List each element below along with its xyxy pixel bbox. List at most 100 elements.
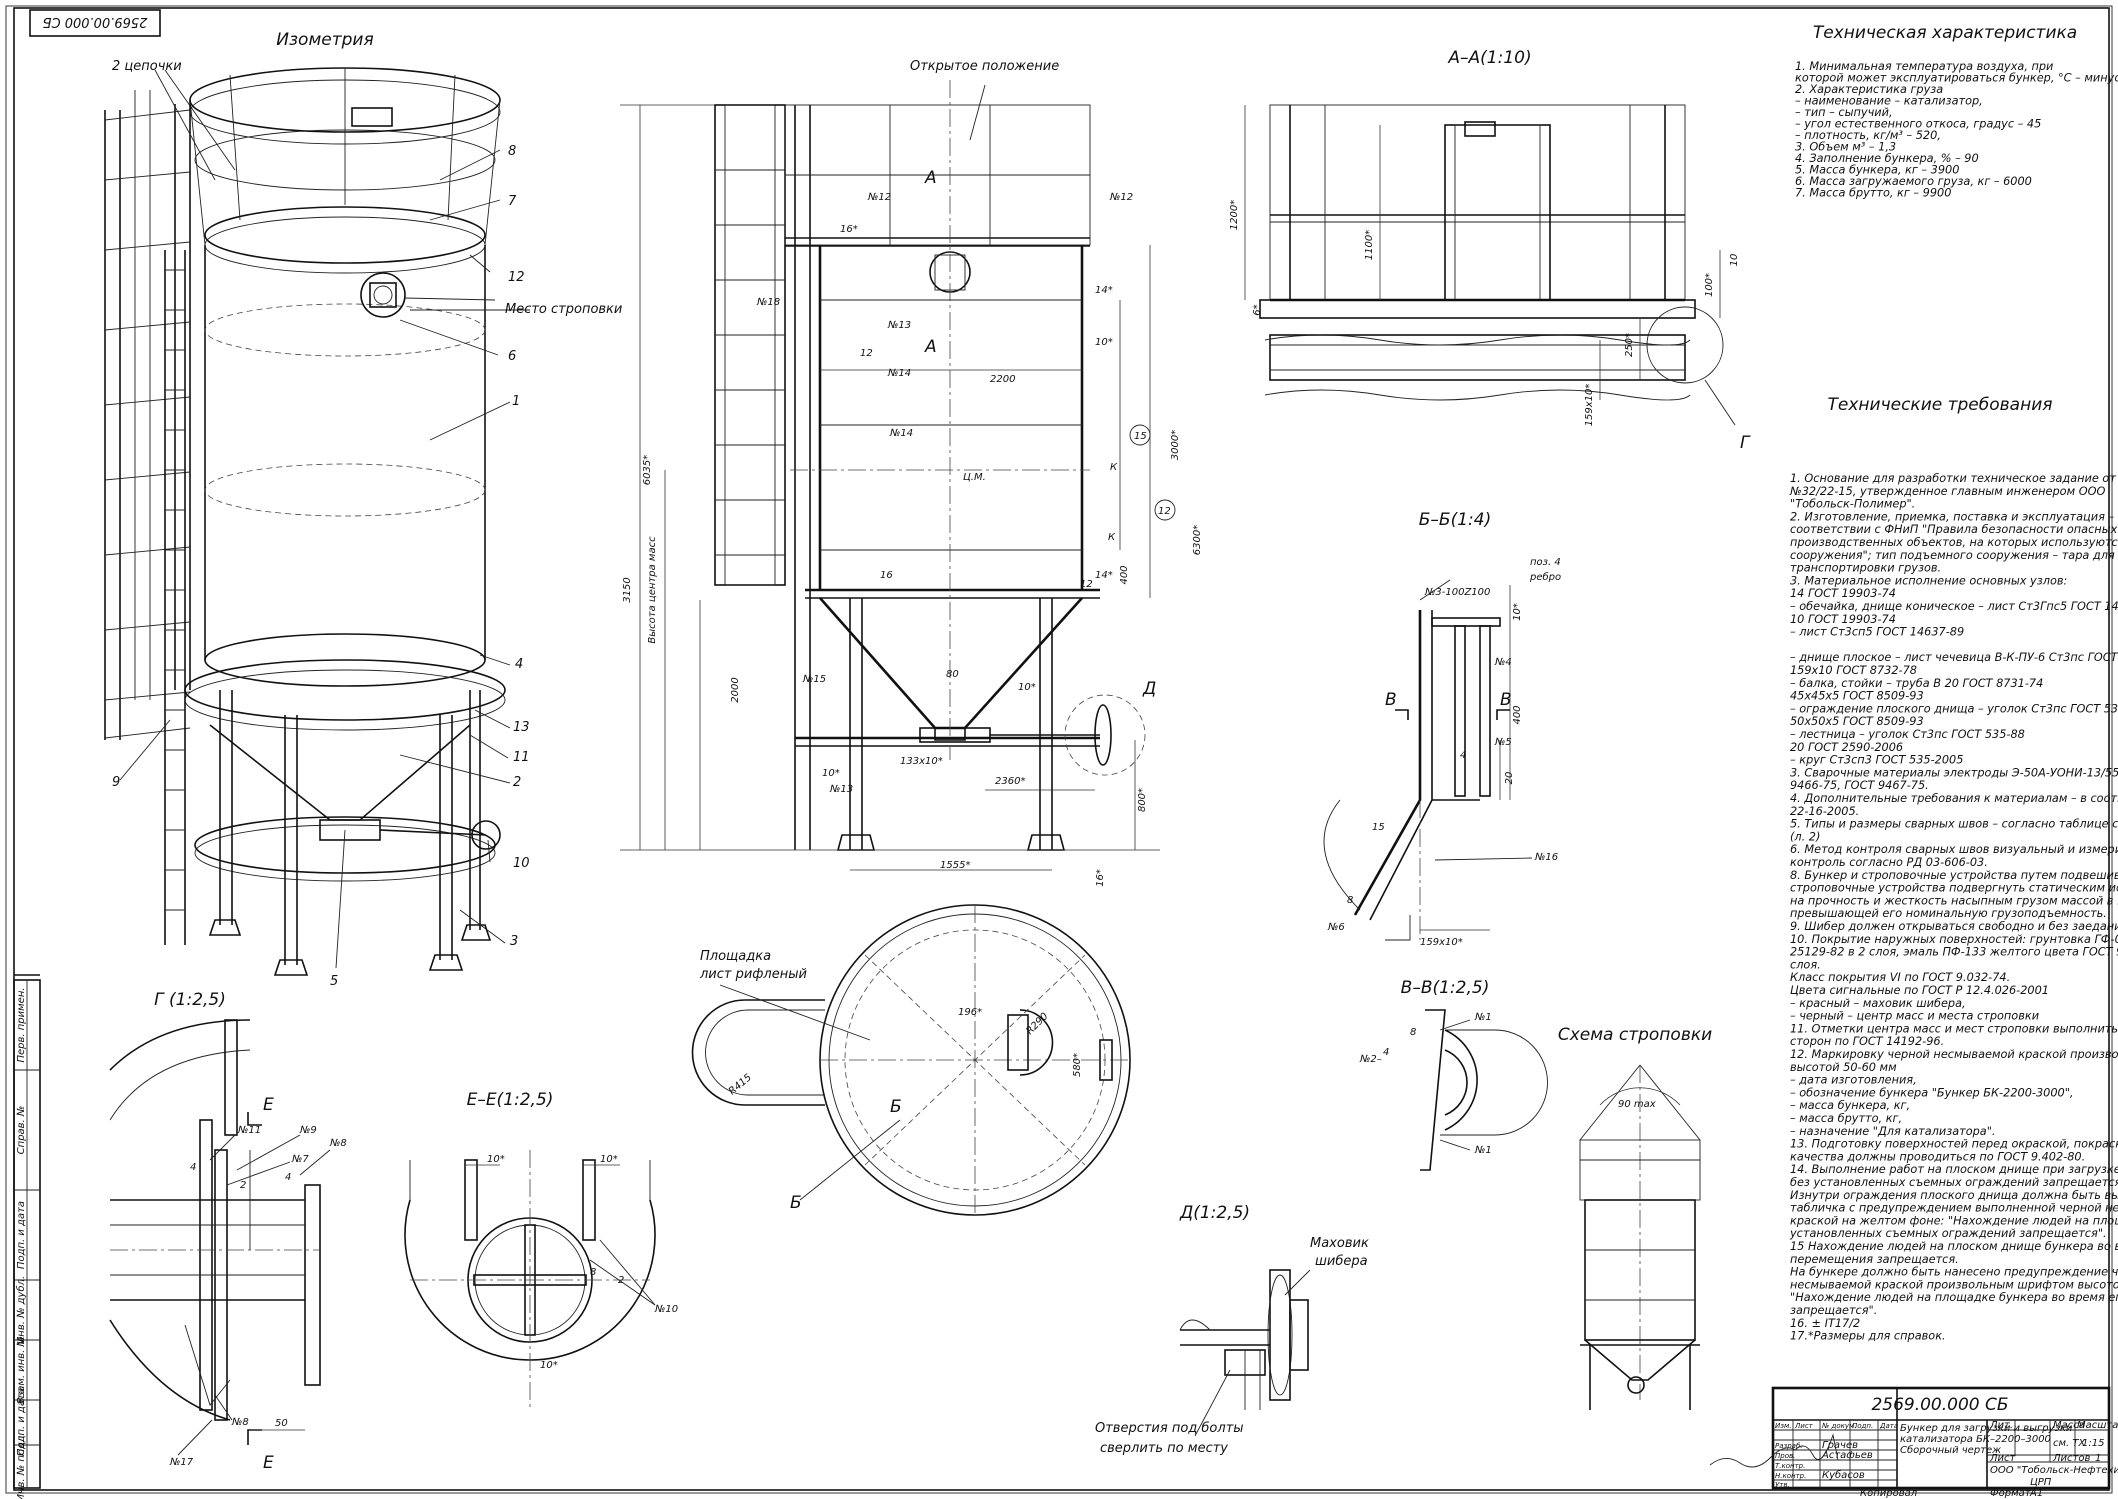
- tb-name-1: Бункер для загрузки и выгрузки: [1900, 1423, 2073, 1434]
- iso-pos-4: 1: [512, 394, 520, 409]
- plan-section-b-2: Б: [790, 1193, 802, 1213]
- iso-pos-2: 12: [508, 270, 525, 285]
- tech-char-title: Техническая характеристика: [1813, 23, 2077, 43]
- tech-char-line-7: 3. Объем м³ – 1,3: [1795, 141, 1896, 154]
- tech-char-line-9: 5. Масса бункера, кг – 3900: [1795, 164, 1959, 177]
- tech-req-line-54: 14. Выполнение работ на плоском днище пр…: [1790, 1163, 2118, 1176]
- section-bb-title: Б–Б(1:4): [1419, 510, 1491, 530]
- front-dim-3: 2000: [730, 677, 741, 702]
- front-section-a-bottom: А: [924, 337, 937, 357]
- tech-req-line-26: 22-16-2005.: [1790, 805, 1859, 818]
- bb-dim-0: 10*: [1512, 603, 1523, 621]
- front-dim-17: 16*: [840, 224, 858, 235]
- tech-req-line-8: 3. Материальное исполнение основных узло…: [1790, 574, 2067, 587]
- tb-person-1: Астафьев: [1821, 1450, 1873, 1461]
- plan-dim-3: 580*: [1072, 1053, 1083, 1077]
- tb-row-label-6: Пров.: [1775, 1452, 1795, 1460]
- aa-detail-g: Г: [1740, 433, 1751, 453]
- tech-req-line-50: – масса брутто, кг,: [1790, 1112, 1902, 1125]
- tech-req-line-17: 45х45х5 ГОСТ 8509-93: [1790, 690, 1924, 703]
- g-label-7: Е: [263, 1453, 274, 1473]
- left-label-3: Инв. № дубл.: [15, 1276, 27, 1344]
- tech-req-line-24: 9466-75, ГОСТ 9467-75.: [1790, 779, 1929, 792]
- tech-req-line-60: 15 Нахождение людей на плоском днище бун…: [1790, 1240, 2118, 1253]
- tech-req-line-64: "Нахождение людей на площадке бункера во…: [1790, 1291, 2118, 1304]
- aa-dim-0: 1200*: [1229, 200, 1240, 230]
- rotated-code-stamp: 2569.00.000 СБ: [29, 9, 161, 37]
- front-label-8: Ц.М.: [963, 472, 986, 483]
- tech-req-line-11: 10 ГОСТ 19903-74: [1790, 613, 1896, 626]
- bb-section-v-2: В: [1500, 690, 1512, 710]
- tech-req-line-0: 1. Основание для разработки техническое …: [1790, 472, 2118, 485]
- tb-format: А1: [2029, 1488, 2043, 1499]
- tech-req-line-10: – обечайка, днище коническое – лист Ст3Г…: [1790, 600, 2118, 613]
- isometry-view: Изометрия: [104, 30, 622, 989]
- d-label-2: шибера: [1315, 1254, 1368, 1269]
- signature-mark: [1709, 1433, 1839, 1468]
- tech-req-line-34: превышающей его номинальную грузоподъемн…: [1790, 907, 2107, 920]
- vv-dim-1: 8: [1410, 1027, 1416, 1038]
- aa-dim-4: 10: [1729, 254, 1740, 267]
- tech-req-line-49: – масса бункера, кг,: [1790, 1099, 1910, 1112]
- title-block: 2569.00.000 СБ Бункер для загрузки и выг…: [1709, 1386, 2118, 1499]
- front-label-4: №14: [887, 368, 911, 379]
- tb-scale-label: Масштаб: [2077, 1419, 2118, 1431]
- tb-stage-label: Лит.: [1989, 1420, 2013, 1431]
- tech-req-line-22: – круг Ст3сп3 ГОСТ 535-2005: [1790, 754, 1963, 767]
- left-label-5: Подп. и дата: [16, 1388, 27, 1456]
- iso-pos-5: 4: [515, 657, 523, 672]
- g-label-4: №8: [231, 1417, 249, 1428]
- tb-company-2: ЦРП: [2030, 1477, 2052, 1488]
- plan-platform-label-1: Площадка: [700, 949, 771, 964]
- tech-req-line-33: на прочность и жесткость насыпным грузом…: [1790, 894, 2118, 907]
- front-detail-d: Д: [1142, 679, 1156, 699]
- tech-char-line-6: – плотность, кг/м³ – 520,: [1795, 129, 1941, 142]
- tb-row-label-4: Дата: [1879, 1422, 1898, 1430]
- tech-req-line-62: На бункере должно быть нанесено предупре…: [1790, 1266, 2118, 1279]
- iso-pos-8: 2: [513, 775, 521, 790]
- left-label-0: Перв. примен.: [16, 987, 27, 1062]
- section-vv-title: В–В(1:2,5): [1401, 978, 1490, 998]
- bb-label-3: №4: [1494, 657, 1512, 668]
- front-label-6: №15: [802, 674, 826, 685]
- front-dim-5: 6300*: [1192, 525, 1203, 555]
- front-weld-k-1: К: [1110, 462, 1118, 473]
- tech-req-line-19: 50х50х5 ГОСТ 8509-93: [1790, 715, 1924, 728]
- front-dim-12: 133х10*: [900, 756, 943, 767]
- tb-scale: 1:15: [2082, 1438, 2104, 1449]
- iso-pos-9: 10: [513, 856, 530, 871]
- bb-dim-2: 20: [1504, 772, 1515, 785]
- front-view: Открытое положение А А №12 №12 №18 №13 №…: [620, 59, 1203, 887]
- front-dim-9: 14*: [1095, 570, 1113, 581]
- iso-pos-11: 5: [330, 974, 338, 989]
- bb-dim-6: 4: [1460, 750, 1466, 761]
- tech-req-line-53: качества должны проводиться по ГОСТ 9.40…: [1790, 1150, 2085, 1163]
- front-dim-13: 2360*: [995, 776, 1025, 787]
- tech-characteristic: Техническая характеристика 1. Минимальна…: [1795, 23, 2118, 200]
- front-dim-6: 3000*: [1170, 430, 1181, 460]
- tb-name-3: Сборочный чертеж: [1900, 1444, 2001, 1456]
- tb-row-label-3: Подп.: [1852, 1422, 1873, 1430]
- tech-req-line-12: – лист Ст3сп5 ГОСТ 14637-89: [1790, 626, 1964, 639]
- sling-scheme: Схема строповки 90 max: [1558, 1025, 1712, 1410]
- iso-pos-12: 9: [112, 775, 120, 790]
- bb-label-0: №3-100Z100: [1424, 587, 1490, 598]
- front-dim-4: 2200: [990, 374, 1015, 385]
- g-label-6: Е: [263, 1095, 274, 1115]
- bb-dim-1: 400: [1512, 705, 1523, 724]
- tech-req-line-57: табличка с предупреждением выполненной ч…: [1790, 1202, 2118, 1215]
- tech-req-line-31: 8. Бункер и строповочные устройства путе…: [1790, 869, 2118, 882]
- bb-label-2: ребро: [1529, 571, 1561, 583]
- bb-label-5: №16: [1534, 852, 1558, 863]
- ee-dim-0: 10*: [487, 1154, 505, 1165]
- tech-req-line-36: 10. Покрытие наружных поверхностей: грун…: [1790, 933, 2118, 946]
- front-circled-0: 15: [1134, 431, 1147, 442]
- tech-char-line-3: – наименование – катализатор,: [1795, 95, 1983, 108]
- tech-char-line-4: – тип – сыпучий,: [1795, 106, 1893, 119]
- d-note-1: Отверстия под болты: [1095, 1421, 1244, 1436]
- left-label-2: Подп. и дата: [16, 1201, 27, 1269]
- left-frame-strip: Перв. примен. Справ. № Подп. и дата Инв.…: [13, 974, 41, 1499]
- front-circled-1: 12: [1158, 506, 1171, 517]
- front-dim-14: 1555*: [940, 860, 970, 871]
